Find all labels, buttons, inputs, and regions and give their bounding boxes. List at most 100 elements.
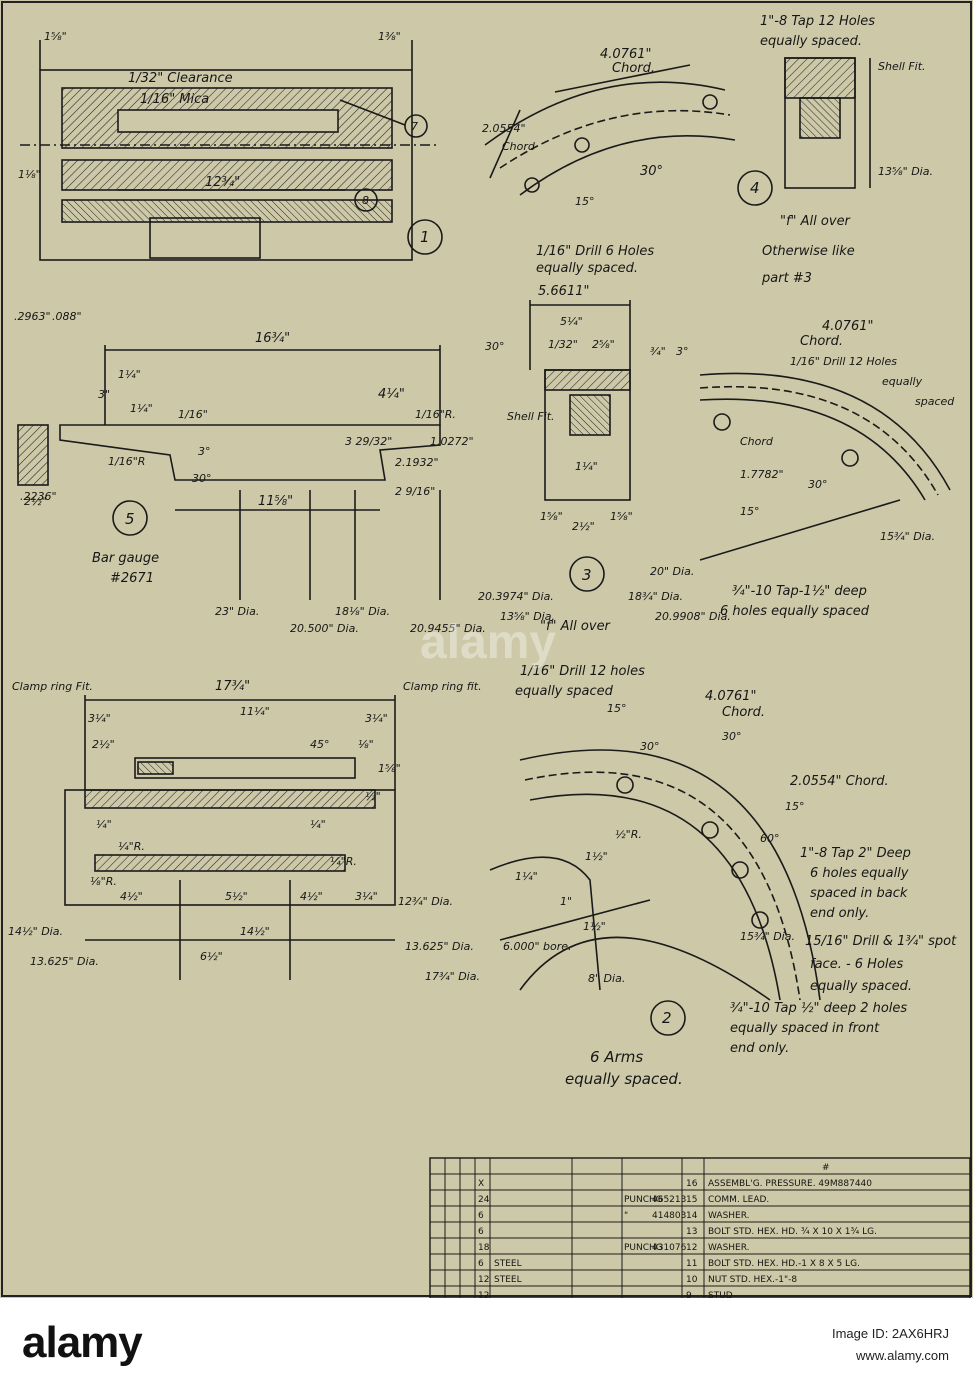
footer-url: www.alamy.com [856,1348,949,1363]
bom-cell-material: STEEL [494,1275,522,1285]
p4-note-3: part #3 [761,271,812,286]
p1-callout-8: 8 [362,194,369,207]
bom-cell-qty: 24 [478,1195,490,1205]
p2s-dia-2: 12¾" Dia. [398,895,453,908]
bom-cell-item: 11 [686,1259,697,1269]
p5-dim-5: 1/16"R. [415,408,456,421]
p2a-angle-b: 30° [722,730,742,743]
p5-bar-gauge-no: #2671 [110,571,154,586]
p1-part-number: 1 [420,228,430,246]
engineering-drawing: 1⅝" 1⅜" 1/32" Clearance 1/16" Mica 1 ⅛" 1… [1,1,972,1298]
p3-dim-3: ¾" [650,345,666,358]
p2a-drill2-3: equally spaced. [810,979,912,994]
p3a-drill: 1/16" Drill 12 Holes [790,355,897,368]
p2a-tap2-3: end only. [730,1041,789,1056]
p2s-dia-3: 13.625" Dia. [405,940,474,953]
p4-angle-a: 30° [640,164,663,179]
sheet-border [1,1,972,1297]
p2s-dim-5: ⅛" [358,738,374,751]
p2a-angle-a: 30° [640,740,660,753]
p2s-dim-12: ⅛"R. [90,875,117,888]
bom-cell-item: 15 [686,1195,697,1205]
p3a-drill-2: equally [882,375,923,388]
p2a-r12: ½"R. [615,828,642,841]
p2s-dim-8: ¼" [96,818,112,831]
p3-dia-2: 18¾" Dia. [628,590,683,603]
p2a-arms-2: equally spaced. [565,1070,683,1088]
p2s-dim-0: 3¼" [88,712,111,725]
bom-cell-qty: 6 [478,1211,484,1221]
p2a-angle-d: 60° [760,832,780,845]
p1-clearance: 1/32" Clearance [128,71,233,86]
p2a-part-number: 2 [662,1009,672,1027]
p2a-arms: 6 Arms [590,1048,643,1066]
p3a-chord-top: 4.0761" [822,319,873,334]
p1-mica: 1/16" Mica [140,92,209,107]
p2a-tap1-3: spaced in back [810,886,908,901]
p3-dim-7: 1⅝" [540,510,563,523]
p2a-dim-0: 1½" [585,850,608,863]
p2s-dim-6: 1⅝" [378,762,401,775]
bom-cell-item: 9 [686,1291,692,1298]
p2s-dim-13: 4½" [120,890,143,903]
bom-cell-desc: BOLT STD. HEX. HD. ¾ X 10 X 1¾ LG. [708,1227,877,1237]
p3a-chord-inner: Chord [740,435,774,448]
bom-cell-qty: 18 [478,1243,490,1253]
bom-cell-qty: 6 [478,1227,484,1237]
p5-dim-0: 1¼" [118,368,141,381]
p5-dim-16: .088" [52,310,82,323]
p5-dim-2: 1¼" [130,402,153,415]
p5-dim-12: 1/16"R [108,455,145,468]
p5-dim-4: 4¼" [378,387,405,402]
p3-dim-0: 5¼" [560,315,583,328]
p2a-tap1-4: end only. [810,906,869,921]
p2s-dim-9: ¼"R. [118,840,145,853]
bom-cell-desc: STUD [708,1291,733,1298]
bom-cell-item: 10 [686,1275,698,1285]
part4-section-view [737,57,871,206]
bom-cell-number: 414803 [652,1211,686,1221]
bom-cell-qty: 6 [478,1259,484,1269]
p2s-dim-7: ½" [365,790,381,803]
p5-dim-1: 3" [98,388,110,401]
p2a-chord-top: 4.0761" [705,689,756,704]
p2s-overall: 17¾" [215,679,250,694]
p2a-tap2-2: equally spaced in front [730,1021,880,1036]
p5-part-number: 5 [125,510,135,528]
part5-view [17,345,441,600]
p2a-chord-word: Chord. [722,705,765,720]
p5-dia-2: 18⅛" Dia. [335,605,390,618]
p2s-dim-1: 11¼" [240,705,270,718]
p3-dim-2: 2⅝" [592,338,615,351]
p5-dim-13: 11⅝" [258,494,293,509]
p4-drill-2: equally spaced. [536,261,638,276]
p5-dim-14: 2½" [24,495,47,508]
p3-dim-1: 1/32" [548,338,578,351]
p5-dim-10: 3° [198,445,211,458]
p1-dim-right: 1⅜" [378,30,401,43]
p5-dia-3: 20.9455" Dia. [410,622,486,635]
bom-cell-desc: COMM. LEAD. [708,1195,769,1205]
bom-cell-desc: WASHER. [708,1211,750,1221]
p5-bar-gauge: Bar gauge [92,551,159,566]
bom-cell-pattern: " [624,1211,628,1221]
p2s-clamp-right: Clamp ring fit. [403,680,482,693]
p4-chord-left: 2.0554" [482,122,526,135]
p3a-tap: ¾"-10 Tap-1½" deep [732,584,867,599]
p5-dim-11: 30° [192,472,212,485]
p5-dim-6: 3 29/32" [345,435,392,448]
p2a-bore: 6.000" bore. [503,940,572,953]
p3-dia-0: 20.3974" Dia. [478,590,554,603]
p4-angle-b: 15° [575,195,595,208]
p3-dia-1: 13⅝" Dia. [500,610,555,623]
p2s-dia-1: 13.625" Dia. [30,955,99,968]
part3-arc-view [699,372,951,561]
bom-cell-desc: ASSEMBL'G. PRESSURE. 49M887440 [708,1179,872,1189]
p2s-dim-17: 14½" [240,925,270,938]
p4-drill: 1/16" Drill 6 Holes [536,244,654,259]
bom-header-mark: # [822,1163,830,1173]
p2s-dim-10: ¼" [310,818,326,831]
part3-view [529,300,631,592]
p5-dim-3: 1/16" [178,408,208,421]
